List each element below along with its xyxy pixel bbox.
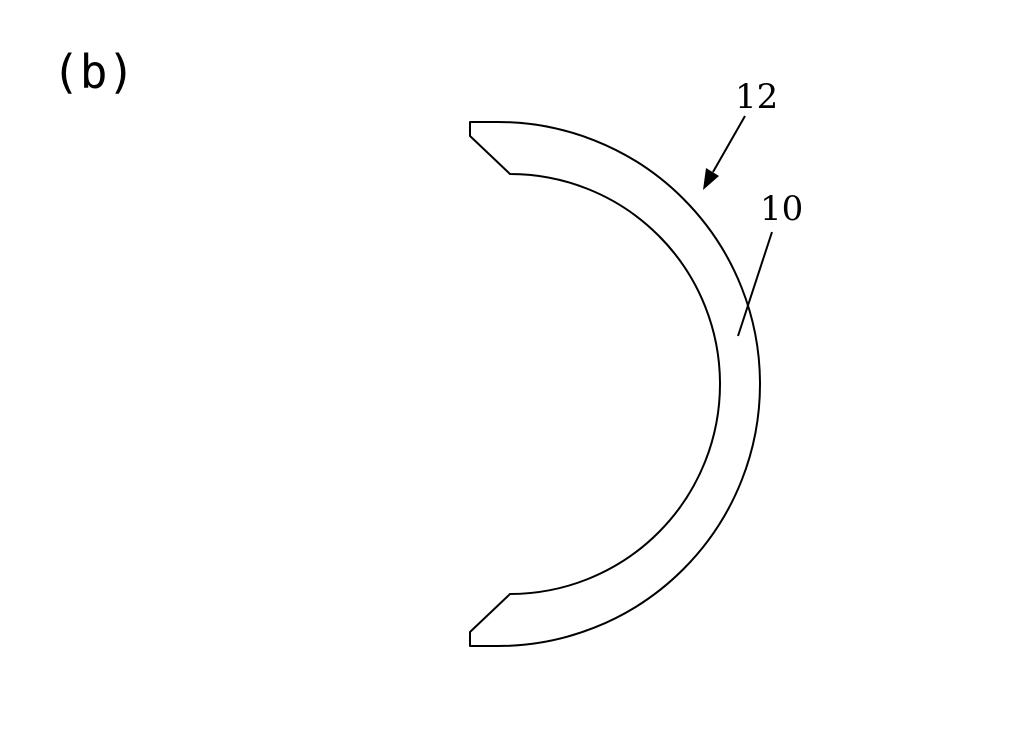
- panel-label: (b): [52, 45, 135, 99]
- half-ring-body: [470, 122, 760, 646]
- leader-arrow-12: [713, 116, 745, 172]
- ref-numeral-10: 10: [760, 189, 803, 229]
- leader-line-10: [738, 232, 772, 336]
- arrowhead-12: [703, 168, 719, 190]
- ref-numeral-12: 12: [735, 77, 778, 117]
